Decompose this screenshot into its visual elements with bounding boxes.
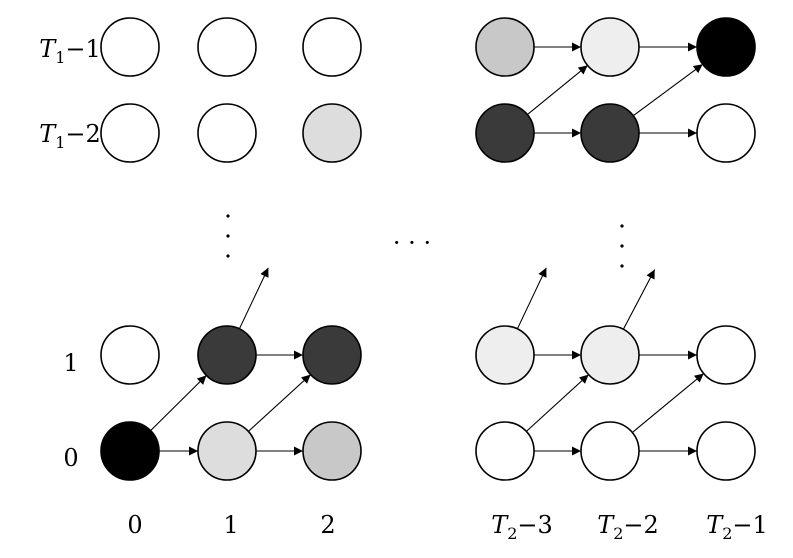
edge-arrow — [526, 374, 589, 432]
state-node-r1-c1 — [197, 325, 257, 385]
state-node-r0-c2 — [302, 421, 362, 481]
state-node-r3-c1 — [197, 17, 257, 77]
edge-arrow — [632, 63, 704, 117]
nodes — [100, 17, 756, 481]
col-label-t2-minus-3: T2−3 — [491, 511, 553, 543]
state-node-r1-c5 — [696, 325, 756, 385]
edge-arrow — [516, 267, 547, 330]
col-label-2: 2 — [320, 511, 335, 539]
state-node-r1-c0 — [100, 325, 160, 385]
row-label-t1-minus-2: T1−2 — [39, 120, 101, 152]
state-node-r1-c3 — [475, 325, 535, 385]
state-node-r2-c5 — [696, 103, 756, 163]
horizontal-ellipsis: · · · — [393, 229, 431, 257]
state-node-r2-c2 — [302, 103, 362, 163]
edges — [150, 42, 705, 456]
state-node-r2-c1 — [197, 103, 257, 163]
edge-arrow — [631, 373, 705, 433]
col-label-1: 1 — [223, 511, 238, 539]
vertical-ellipsis-left — [226, 214, 230, 258]
state-node-r3-c3 — [475, 17, 535, 77]
state-node-r2-c0 — [100, 103, 160, 163]
state-node-r2-c3 — [475, 103, 535, 163]
edge-arrow — [527, 64, 588, 116]
col-label-0: 0 — [127, 511, 142, 539]
state-node-r3-c0 — [100, 17, 160, 77]
state-node-r3-c2 — [302, 17, 362, 77]
row-label-0: 0 — [63, 444, 78, 472]
edge-arrow — [248, 374, 311, 432]
state-node-r3-c4 — [580, 17, 640, 77]
state-node-r1-c2 — [302, 325, 362, 385]
state-node-r3-c5 — [696, 17, 756, 77]
state-node-r2-c4 — [580, 103, 640, 163]
row-label-t1-minus-1: T1−1 — [39, 35, 101, 67]
state-node-r0-c3 — [475, 421, 535, 481]
col-label-t2-minus-2: T2−2 — [597, 511, 659, 543]
vertical-ellipsis-right — [620, 224, 624, 268]
edge-arrow — [622, 269, 656, 330]
state-node-r0-c0 — [100, 421, 160, 481]
state-node-r0-c1 — [197, 421, 257, 481]
state-node-r0-c4 — [580, 421, 640, 481]
edge-arrow — [150, 375, 207, 431]
edge-arrow — [238, 267, 269, 330]
row-label-1: 1 — [63, 349, 78, 377]
state-node-r0-c5 — [696, 421, 756, 481]
col-label-t2-minus-1: T2−1 — [706, 511, 768, 543]
state-node-r1-c4 — [580, 325, 640, 385]
